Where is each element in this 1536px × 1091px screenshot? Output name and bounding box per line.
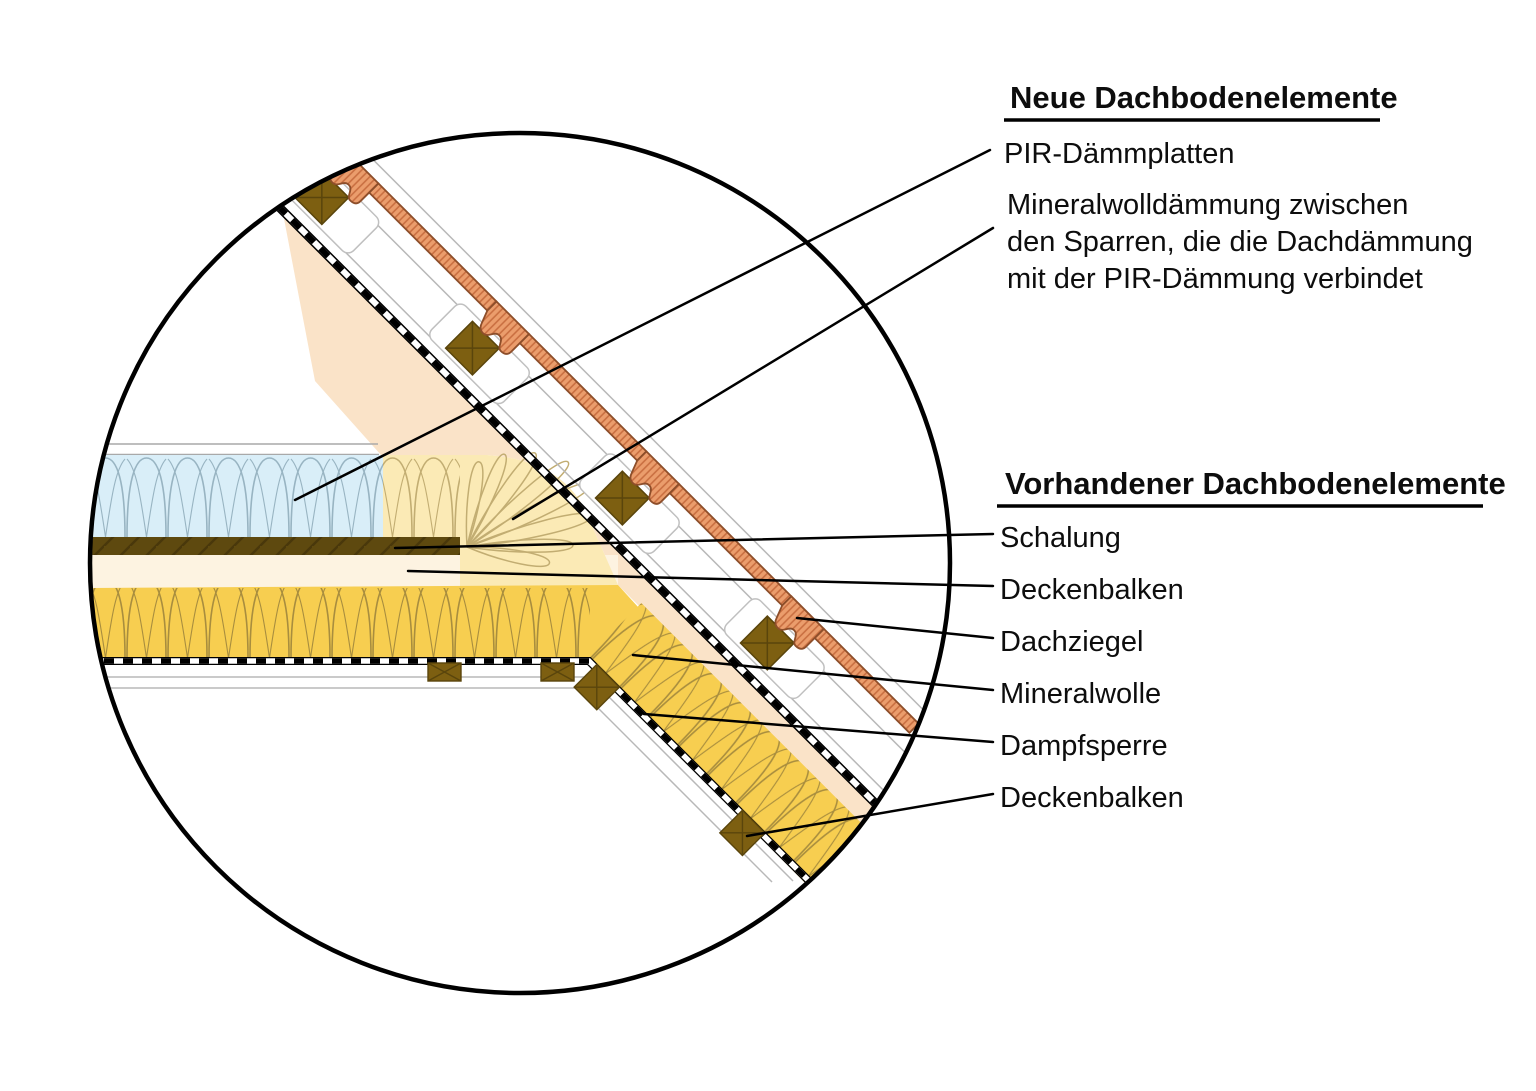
label-pir-daemmplatten: PIR-Dämmplatten — [1004, 138, 1234, 170]
label-mineralwool-line2: den Sparren, die die Dachdämmung — [1007, 226, 1473, 258]
leader-dachziegel — [795, 616, 995, 640]
tile-interlock — [774, 595, 826, 650]
section-circle — [87, 130, 953, 996]
label-mineralwool-line1: Mineralwolldämmung zwischen — [1007, 189, 1408, 221]
section-content — [92, 135, 940, 901]
tile-interlock — [629, 450, 681, 505]
mineral-wool-connector-pattern — [383, 455, 460, 537]
label-dachziegel: Dachziegel — [1000, 626, 1143, 658]
label-schalung: Schalung — [1000, 522, 1121, 554]
ceiling-finish-lines — [92, 676, 794, 883]
mineral-wool-existing-horizontal — [92, 588, 590, 658]
title-existing-elements: Vorhandener Dachbodenelemente — [1005, 466, 1506, 501]
title-new-elements: Neue Dachbodenelemente — [1010, 80, 1398, 115]
label-mineralwool-line3: mit der PIR-Dämmung verbindet — [1007, 263, 1423, 295]
roof-assembly — [232, 135, 940, 814]
roof-tile-band — [286, 135, 920, 735]
leader-dampfsperre — [642, 712, 995, 744]
label-dampfsperre: Dampfsperre — [1000, 730, 1168, 762]
ceiling-batten-sloped — [573, 663, 767, 857]
pir-insulation-layer — [92, 455, 383, 537]
leader-deckenbalken-2 — [745, 792, 995, 838]
leader-deckenbalken-1 — [406, 569, 995, 588]
label-deckenbalken-1: Deckenbalken — [1000, 574, 1184, 606]
leader-pir — [293, 148, 992, 502]
leader-mineralwolle — [631, 653, 995, 692]
tile-interlock — [479, 300, 531, 355]
leader-lines — [293, 148, 995, 838]
leader-schalung — [393, 532, 995, 550]
vapour-barrier-line — [92, 657, 815, 887]
label-mineralwolle: Mineralwolle — [1000, 678, 1161, 710]
label-deckenbalken-2: Deckenbalken — [1000, 782, 1184, 814]
leader-mineralwool-new — [511, 226, 995, 521]
ceiling-batten — [427, 662, 575, 682]
top-cover-board — [92, 443, 379, 456]
annotation-texts: Neue Dachbodenelemente PIR-Dämmplatten M… — [997, 80, 1506, 814]
sheathing-board — [92, 537, 460, 555]
mineral-wool-fan — [465, 452, 592, 568]
roof-membrane-line — [232, 160, 886, 814]
